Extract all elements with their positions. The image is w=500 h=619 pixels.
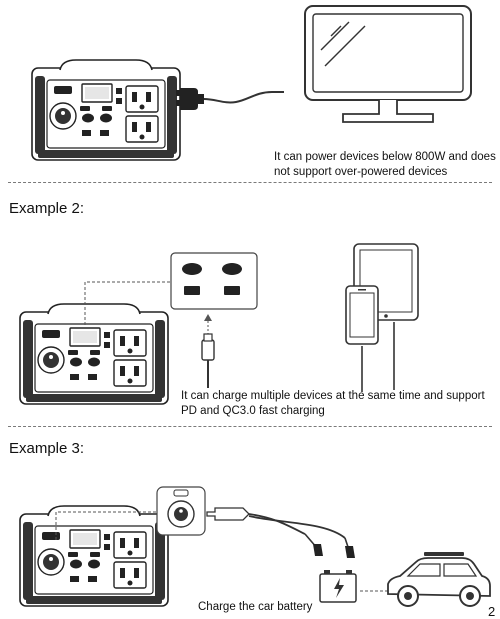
car-port-zoom-panel: [156, 486, 206, 536]
example-2-heading: Example 2:: [9, 200, 85, 217]
divider-1: [8, 182, 492, 183]
example-2-caption-line-1: It can charge multiple devices at the sa…: [181, 390, 485, 402]
monitor-icon: [304, 5, 472, 123]
car-port-connector-lines: [55, 511, 156, 540]
phone-icon: [345, 285, 379, 392]
car-charger-cable-icon: [206, 507, 355, 558]
example-1-caption-line-2: not support over-powered devices: [274, 166, 448, 178]
example-2-caption-line-2: PD and QC3.0 fast charging: [181, 405, 325, 417]
zoom-connector-lines: [84, 281, 170, 325]
car-icon: [387, 552, 491, 607]
page-number-fragment: 2: [488, 604, 496, 619]
ac-plug-icon: [176, 88, 284, 110]
example-1-caption-line-1: It can power devices below 800W and does: [274, 151, 496, 163]
example-3-heading: Example 3:: [9, 440, 85, 457]
usb-cable-icon: [201, 314, 215, 388]
example-3-caption: Charge the car battery: [198, 601, 313, 613]
divider-2: [8, 426, 492, 427]
power-station-1: [31, 59, 181, 161]
usb-ports-zoom-panel: [170, 252, 258, 310]
car-battery-icon: [319, 570, 357, 603]
